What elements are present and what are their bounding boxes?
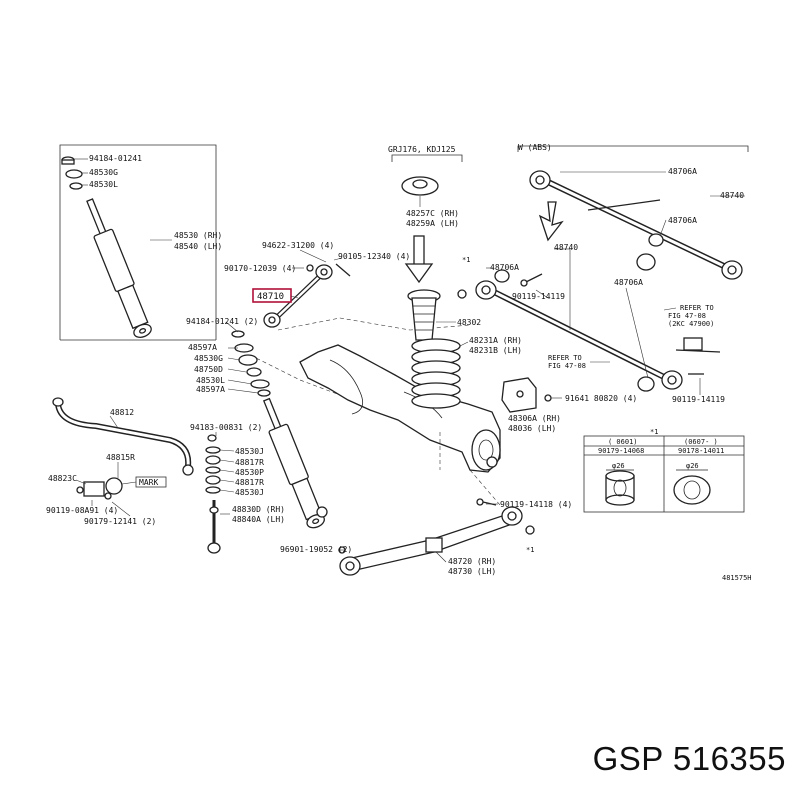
label-94183-00831: 94183-00831 (2) bbox=[190, 423, 262, 432]
label-48706A-4: 48706A bbox=[614, 278, 643, 287]
label-48530G: 48530G bbox=[89, 168, 118, 177]
label-grj176: GRJ176, KDJ125 bbox=[388, 145, 456, 154]
label-90119-08A91: 90119-08A91 (4) bbox=[46, 506, 118, 515]
bushing-icon bbox=[636, 233, 664, 271]
label-94622-31200: 94622-31200 (4) bbox=[262, 241, 334, 250]
table-part-2: 90178-14011 bbox=[678, 447, 724, 455]
label-star-1: *1 bbox=[462, 256, 470, 264]
brand-part-number: GSP 516355 bbox=[592, 740, 786, 777]
label-48817R-2: 48817R bbox=[235, 478, 264, 487]
label-48231B: 48231B (LH) bbox=[469, 346, 522, 355]
label-mark: MARK bbox=[139, 478, 158, 487]
label-48530L-2: 48530L bbox=[196, 376, 225, 385]
label-48530J: 48530J bbox=[235, 447, 264, 456]
table-col-2: (0607- ) bbox=[684, 438, 718, 446]
washer-icon bbox=[65, 169, 83, 190]
label-48540-lh: 48540 (LH) bbox=[174, 242, 222, 251]
label-fig-47-08-1: FIG 47-08 bbox=[668, 312, 706, 320]
shock-hardware-stack bbox=[231, 330, 271, 397]
label-48706A-2: 48706A bbox=[668, 216, 697, 225]
label-star-2: *1 bbox=[526, 546, 534, 554]
label-wabs: W (ABS) bbox=[518, 143, 552, 152]
table-col-1: ( 0601) bbox=[608, 438, 638, 446]
table-dim-2: φ26 bbox=[686, 462, 699, 470]
bushing-icon bbox=[673, 475, 711, 505]
part-48710-highlight[interactable]: 48710 bbox=[252, 288, 292, 303]
label-48750D: 48750D bbox=[194, 365, 223, 374]
label-48720: 48720 (RH) bbox=[448, 557, 496, 566]
label-90119-14118: 90119-14118 (4) bbox=[500, 500, 572, 509]
label-90170-12039: 90170-12039 (4) bbox=[224, 264, 296, 273]
label-48812: 48812 bbox=[110, 408, 134, 417]
bolt-icon bbox=[457, 273, 704, 375]
bushing-icon bbox=[605, 470, 635, 506]
label-48530G-2: 48530G bbox=[194, 354, 223, 363]
stabilizer-bar-icon bbox=[52, 397, 194, 476]
label-48740-1: 48740 bbox=[720, 191, 744, 200]
stabilizer-link-stack bbox=[205, 434, 221, 554]
coil-spring-icon bbox=[411, 338, 461, 409]
shock-absorber-icon bbox=[262, 397, 325, 529]
arrow-down-icon bbox=[538, 201, 564, 242]
label-90105-12340: 90105-12340 (4) bbox=[338, 252, 410, 261]
bolt-icon bbox=[306, 263, 351, 277]
label-48830D: 48830D (RH) bbox=[232, 505, 285, 514]
label-90179-12141: 90179-12141 (2) bbox=[84, 517, 156, 526]
spring-seat-group: GRJ176, KDJ125 48257C (RH) 48259A (LH) bbox=[388, 145, 463, 284]
label-48231A: 48231A (RH) bbox=[469, 336, 522, 345]
table-star: *1 bbox=[650, 428, 658, 436]
label-48530L: 48530L bbox=[89, 180, 118, 189]
shock-absorber-icon bbox=[86, 198, 152, 338]
label-91641-80820: 91641 80820 (4) bbox=[565, 394, 637, 403]
label-refer-to-2: REFER TO bbox=[548, 354, 582, 362]
bracket-icon bbox=[675, 337, 721, 353]
bushing-icon bbox=[494, 269, 655, 392]
label-48817R: 48817R bbox=[235, 458, 264, 467]
label-48823C: 48823C bbox=[48, 474, 77, 483]
diagram-code: 481575H bbox=[722, 574, 752, 582]
label-48597A-2: 48597A bbox=[196, 385, 225, 394]
upper-control-arm-icon bbox=[263, 264, 333, 328]
label-2kc-47900: (2KC 47900) bbox=[668, 320, 714, 328]
label-48302: 48302 bbox=[457, 318, 481, 327]
label-refer-to-1: REFER TO bbox=[680, 304, 714, 312]
label-48530J-2: 48530J bbox=[235, 488, 264, 497]
nut-icon bbox=[61, 156, 75, 165]
label-48257C: 48257C (RH) bbox=[406, 209, 459, 218]
label-48706A-3: 48706A bbox=[490, 263, 519, 272]
label-48710: 48710 bbox=[257, 292, 284, 302]
axle-outline bbox=[249, 317, 501, 506]
label-48740-2: 48740 bbox=[554, 243, 578, 252]
label-48815R: 48815R bbox=[106, 453, 135, 462]
label-94184-01241: 94184-01241 bbox=[89, 154, 142, 163]
bushing-icon bbox=[76, 477, 123, 500]
label-94184-01241-2: 94184-01241 (2) bbox=[186, 317, 258, 326]
bump-stop-icon bbox=[407, 289, 441, 341]
label-96901-19052: 96901-19052 (2) bbox=[280, 545, 352, 554]
bushing-variant-table: *1 ( 0601) (0607- ) 90179-14068 90178-14… bbox=[583, 428, 745, 513]
label-48706A-1: 48706A bbox=[668, 167, 697, 176]
label-48730: 48730 (LH) bbox=[448, 567, 496, 576]
label-48597A: 48597A bbox=[188, 343, 217, 352]
table-dim-1: φ26 bbox=[612, 462, 625, 470]
label-48530-rh: 48530 (RH) bbox=[174, 231, 222, 240]
label-fig-47-08-2: FIG 47-08 bbox=[548, 362, 586, 370]
label-48840A: 48840A (LH) bbox=[232, 515, 285, 524]
bracket-icon bbox=[501, 377, 537, 413]
arrow-down-icon bbox=[404, 235, 434, 284]
label-48306A: 48306A (RH) bbox=[508, 414, 561, 423]
lower-control-arm-icon bbox=[339, 506, 523, 576]
label-48036: 48036 (LH) bbox=[508, 424, 556, 433]
label-48259A: 48259A (LH) bbox=[406, 219, 459, 228]
lateral-rod-icon bbox=[529, 170, 743, 280]
label-90119-14119-b: 90119-14119 bbox=[672, 395, 725, 404]
label-90119-14119-a: 90119-14119 bbox=[512, 292, 565, 301]
label-48530P: 48530P bbox=[235, 468, 264, 477]
lateral-rod-icon bbox=[475, 280, 683, 390]
table-part-1: 90179-14068 bbox=[598, 447, 644, 455]
shock-kit-box: 94184-01241 48530G 48530L 48530 (RH) 485… bbox=[59, 144, 222, 341]
